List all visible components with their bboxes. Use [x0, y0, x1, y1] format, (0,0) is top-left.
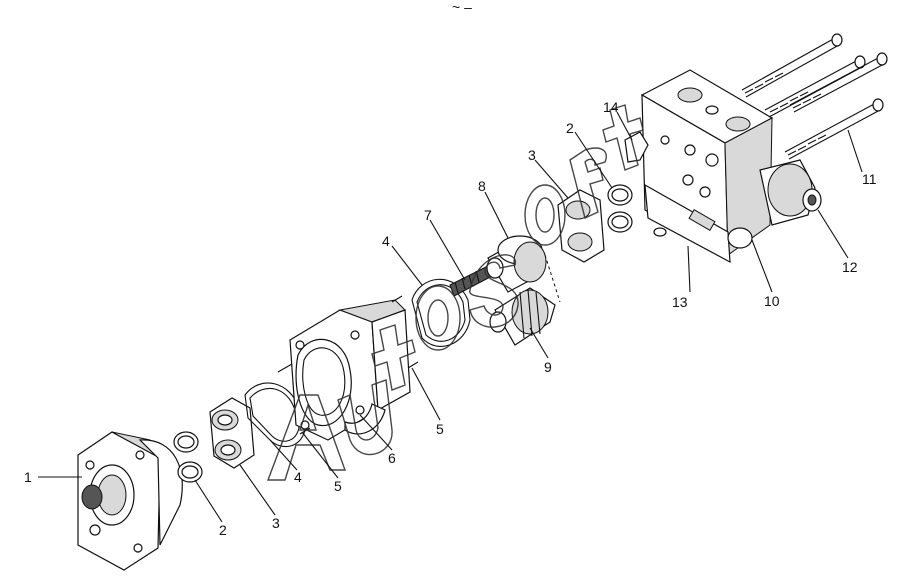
alignment-line — [544, 254, 561, 303]
leader-lines — [38, 111, 863, 523]
dowel-pins — [277, 295, 419, 435]
label-part-2-left: 2 — [219, 522, 227, 538]
part-3-bearing-block-left — [209, 397, 255, 469]
label-part-12: 12 — [842, 259, 858, 275]
callout-labels: 1 2 3 4 5 6 5 9 4 7 8 3 2 14 13 10 12 11 — [24, 99, 877, 538]
part-9-driven-gear — [489, 287, 556, 346]
label-part-10: 10 — [764, 293, 780, 309]
part-1-flange-housing — [77, 431, 183, 571]
part-3-bearing-block-right — [557, 189, 605, 263]
part-10-valve-block — [640, 69, 774, 257]
part-11-bolts — [741, 33, 888, 160]
label-part-9: 9 — [544, 359, 552, 375]
label-part-8: 8 — [478, 178, 486, 194]
label-part-2-right: 2 — [566, 120, 574, 136]
part-12-solenoid — [759, 159, 822, 226]
part-8-drive-gear — [486, 235, 547, 293]
label-part-4-left: 4 — [294, 469, 302, 485]
label-part-7: 7 — [424, 207, 432, 223]
part-2-seals-right — [607, 184, 633, 233]
label-part-11: 11 — [862, 171, 877, 187]
top-mark: ~ ‒ — [452, 0, 472, 15]
label-part-14: 14 — [603, 99, 619, 115]
label-part-6: 6 — [388, 450, 396, 466]
label-part-3-left: 3 — [272, 515, 280, 531]
part-2-seals-left — [173, 431, 203, 483]
part-13-solenoid-housing — [644, 183, 753, 264]
label-part-3-right: 3 — [528, 147, 536, 163]
label-part-1: 1 — [24, 469, 32, 485]
label-part-5-left: 5 — [334, 478, 342, 494]
label-part-13: 13 — [672, 294, 688, 310]
label-part-5-right: 5 — [436, 421, 444, 437]
part-4-gasket-right — [411, 278, 471, 347]
label-part-4-right: 4 — [382, 233, 390, 249]
part-6-pump-body — [289, 299, 411, 441]
